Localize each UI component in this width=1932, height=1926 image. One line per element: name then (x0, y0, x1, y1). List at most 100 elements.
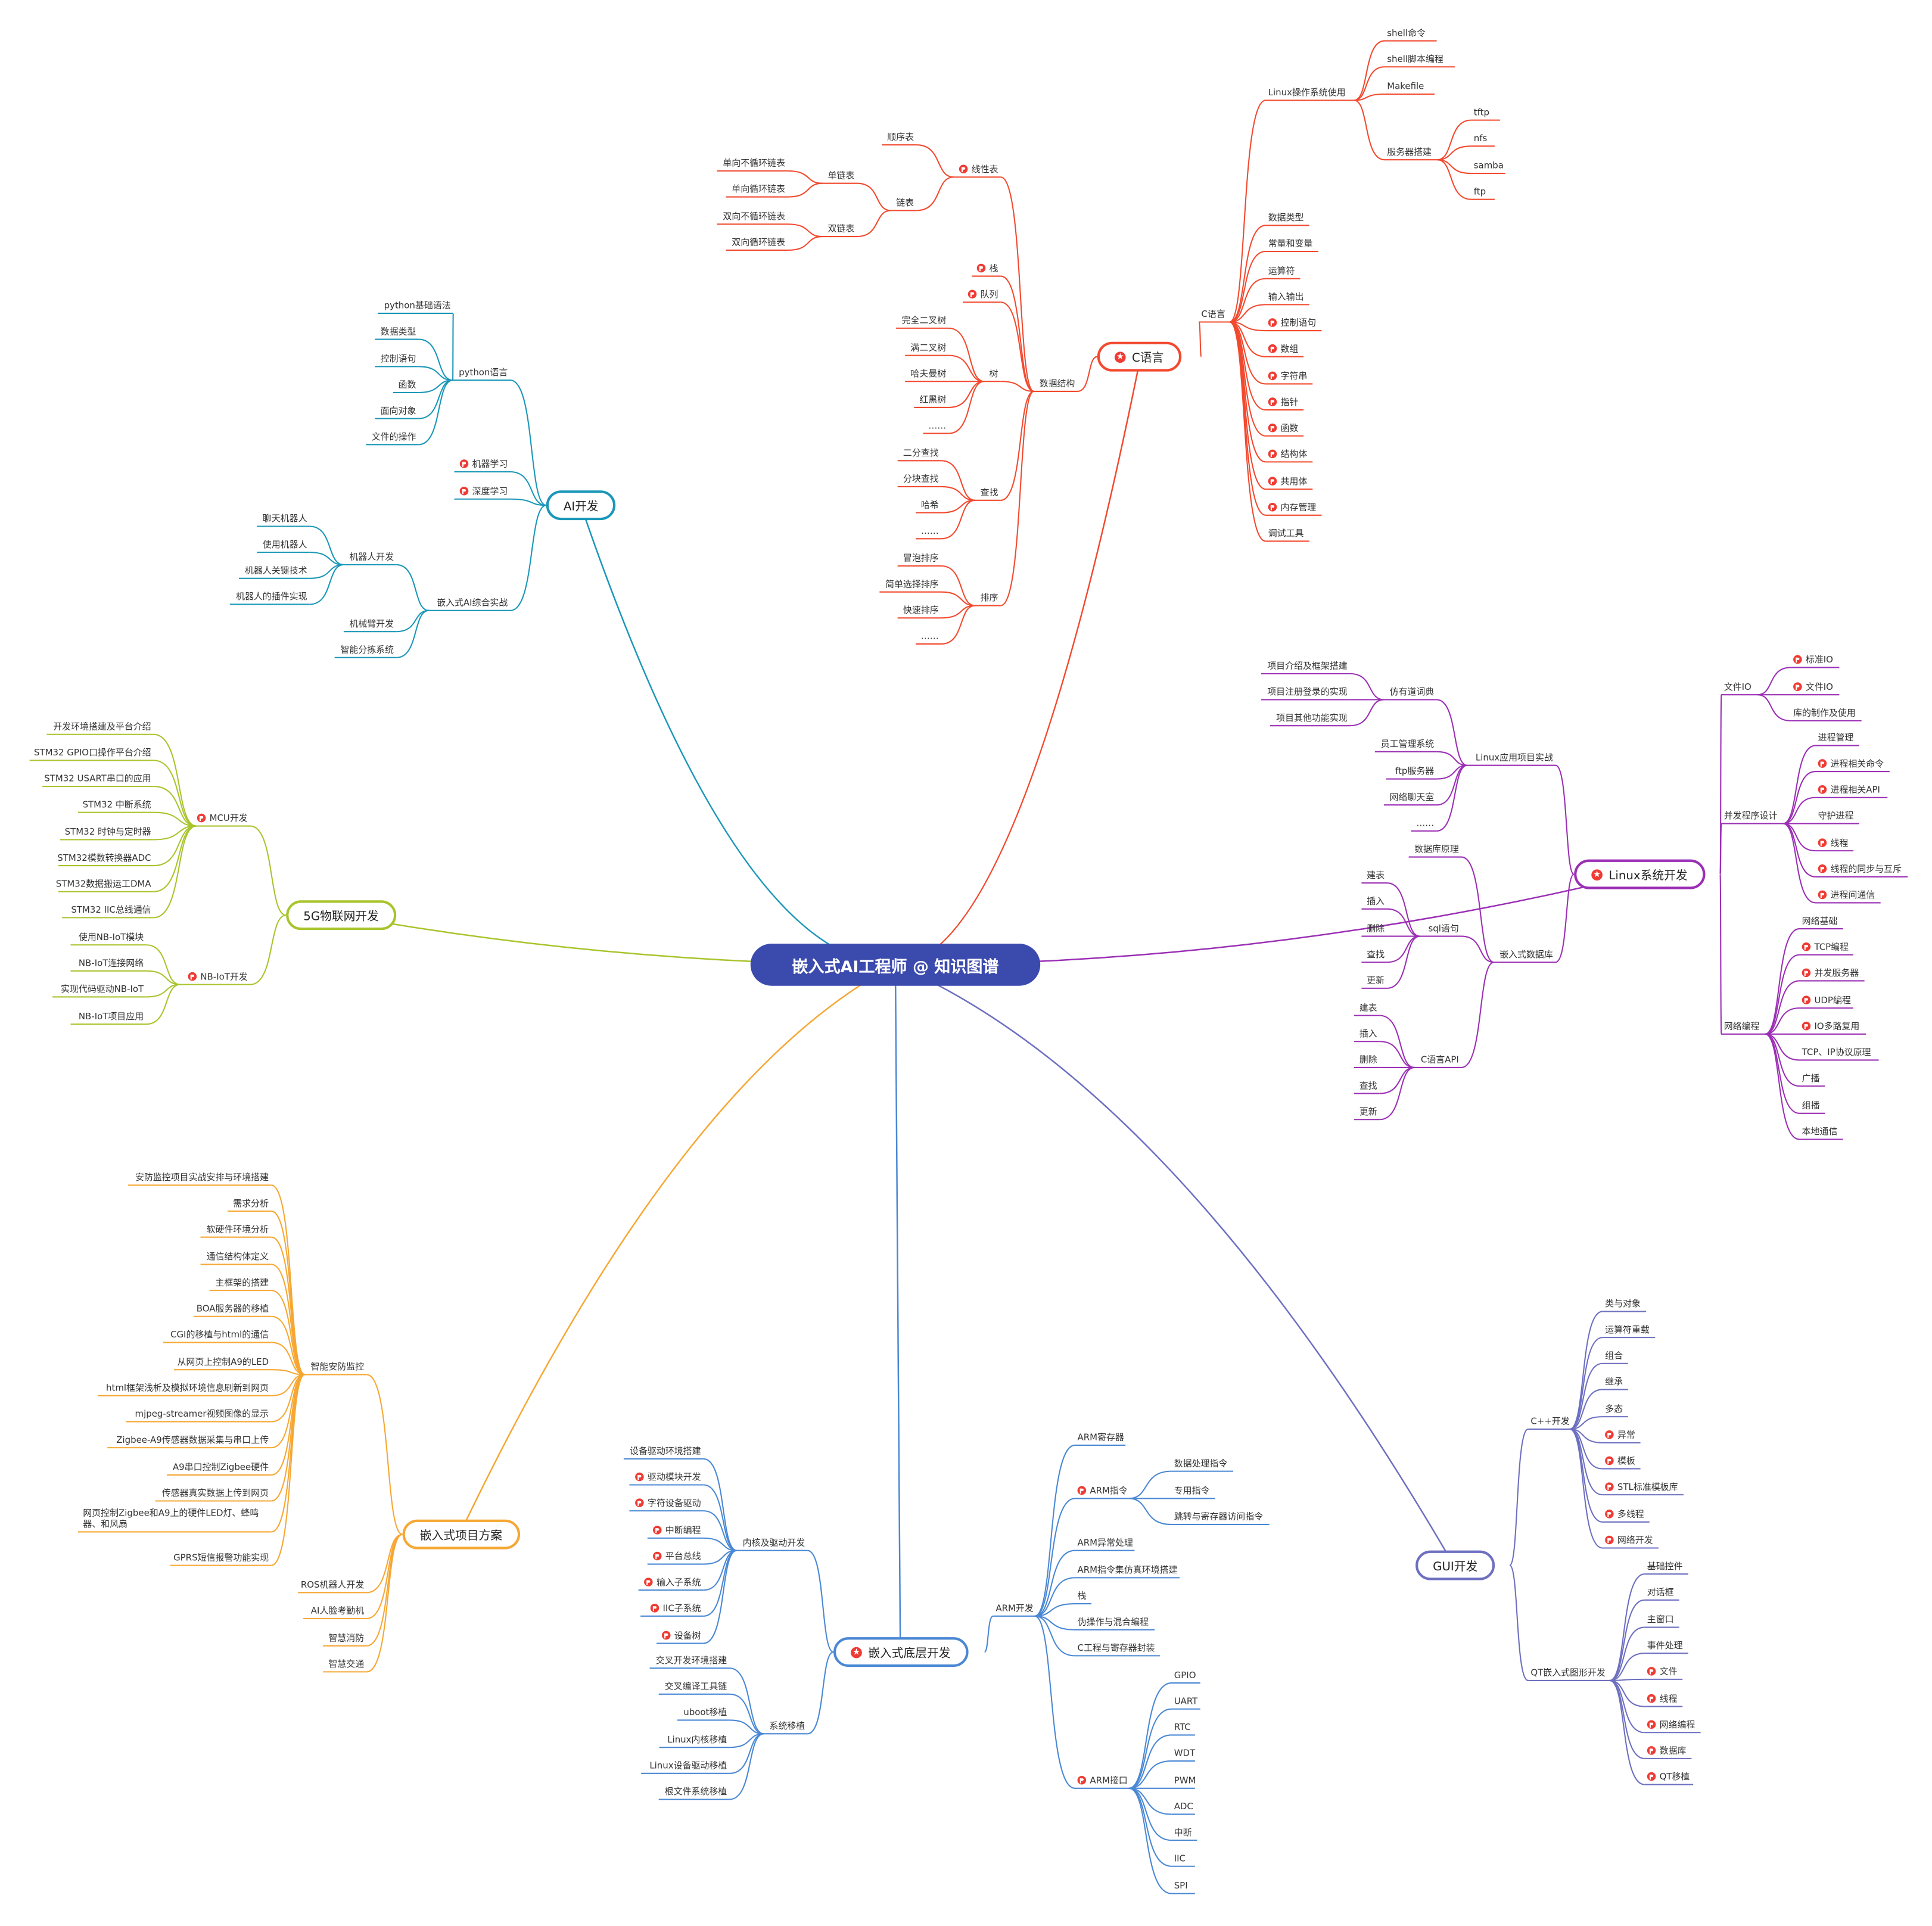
topic-node[interactable]: 运算符重载 (1605, 1324, 1650, 1335)
main-topic-linux[interactable]: ★Linux系统开发 (1574, 859, 1705, 889)
topic-node[interactable]: …… (1416, 817, 1434, 829)
topic-node[interactable]: 中断 (1174, 1827, 1192, 1838)
topic-node[interactable]: RTC (1174, 1722, 1191, 1733)
topic-node[interactable]: 单向不循环链表 (723, 157, 785, 169)
topic-node[interactable]: ARM指令集仿真环境搭建 (1078, 1564, 1178, 1576)
topic-node[interactable]: 单链表 (828, 170, 855, 181)
topic-node[interactable]: 文件 (1647, 1666, 1678, 1677)
topic-node[interactable]: 双向循环链表 (732, 237, 785, 248)
topic-node[interactable]: 网络开发 (1605, 1535, 1653, 1545)
topic-node[interactable]: STM32 USART串口的应用 (44, 773, 151, 784)
topic-node[interactable]: 数组 (1268, 343, 1298, 354)
topic-node[interactable]: 服务器搭建 (1387, 146, 1432, 157)
topic-node[interactable]: STM32 IIC总线通信 (71, 904, 151, 916)
topic-node[interactable]: 平台总线 (653, 1551, 701, 1561)
main-topic-ai[interactable]: AI开发 (546, 490, 616, 521)
topic-node[interactable]: 网络编程 (1647, 1719, 1695, 1730)
topic-node[interactable]: 输入子系统 (644, 1576, 701, 1588)
topic-node[interactable]: 广播 (1802, 1072, 1820, 1084)
topic-node[interactable]: ftp (1474, 186, 1486, 197)
topic-node[interactable]: 栈 (976, 263, 998, 273)
topic-node[interactable]: ARM指令 (1077, 1485, 1128, 1496)
topic-node[interactable]: 员工管理系统 (1381, 738, 1435, 749)
topic-node[interactable]: 查找 (1367, 948, 1385, 960)
topic-node[interactable]: 双链表 (828, 223, 855, 234)
topic-node[interactable]: C工程与寄存器封装 (1078, 1642, 1155, 1653)
topic-node[interactable]: ADC (1174, 1801, 1193, 1812)
topic-node[interactable]: 多态 (1605, 1403, 1623, 1414)
topic-node[interactable]: 系统移植 (769, 1720, 805, 1731)
topic-node[interactable]: 从网页上控制A9的LED (177, 1356, 269, 1367)
topic-node[interactable]: 聊天机器人 (263, 513, 307, 524)
topic-node[interactable]: SPI (1174, 1880, 1188, 1891)
topic-node[interactable]: 顺序表 (887, 131, 914, 142)
topic-node[interactable]: NB-IoT开发 (188, 971, 248, 982)
main-topic-c[interactable]: ★C语言 (1097, 341, 1181, 372)
topic-node[interactable]: 机器人关键技术 (245, 565, 307, 576)
topic-node[interactable]: UART (1174, 1695, 1198, 1707)
topic-node[interactable]: STL标准模板库 (1605, 1481, 1678, 1492)
topic-node[interactable]: 驱动模块开发 (635, 1471, 701, 1482)
topic-node[interactable]: 树 (990, 368, 998, 379)
topic-node[interactable]: Linux应用项目实战 (1476, 752, 1553, 763)
topic-node[interactable]: C++开发 (1530, 1415, 1569, 1427)
topic-node[interactable]: 机械臂开发 (349, 618, 394, 629)
topic-node[interactable]: 使用NB-IoT模块 (79, 931, 144, 942)
topic-node[interactable]: Linux操作系统使用 (1268, 87, 1346, 98)
topic-node[interactable]: 建表 (1367, 869, 1385, 880)
topic-node[interactable]: UDP编程 (1802, 994, 1851, 1006)
topic-node[interactable]: 数据类型 (1268, 211, 1304, 223)
topic-node[interactable]: 线性表 (959, 163, 998, 175)
topic-node[interactable]: 项目注册登录的实现 (1267, 686, 1348, 698)
topic-node[interactable]: html框架浅析及模拟环境信息刷新到网页 (106, 1382, 269, 1393)
topic-node[interactable]: 进程相关API (1818, 784, 1880, 795)
topic-node[interactable]: 并发服务器 (1802, 967, 1859, 978)
topic-node[interactable]: 字符串 (1268, 371, 1307, 381)
topic-node[interactable]: Makefile (1387, 80, 1424, 92)
topic-node[interactable]: 项目其他功能实现 (1276, 712, 1348, 723)
topic-node[interactable]: 插入 (1367, 895, 1385, 907)
topic-node[interactable]: 控制语句 (1268, 317, 1316, 328)
topic-node[interactable]: AI人脸考勤机 (311, 1605, 364, 1616)
topic-node[interactable]: 数据类型 (381, 326, 416, 337)
topic-node[interactable]: 进程管理 (1818, 732, 1854, 743)
topic-node[interactable]: 安防监控项目实战安排与环境搭建 (135, 1172, 269, 1183)
topic-node[interactable]: 调试工具 (1268, 528, 1304, 539)
topic-node[interactable]: CGI的移植与html的通信 (170, 1329, 269, 1340)
topic-node[interactable]: 常量和变量 (1268, 238, 1313, 249)
topic-node[interactable]: 嵌入式数据库 (1499, 948, 1553, 960)
topic-node[interactable]: 网页控制Zigbee和A9上的硬件LED灯、蜂鸣器、和风扇 (83, 1507, 269, 1529)
topic-node[interactable]: 深度学习 (459, 486, 508, 497)
topic-node[interactable]: 伪操作与混合编程 (1078, 1616, 1149, 1628)
topic-node[interactable]: 使用机器人 (263, 539, 307, 550)
topic-node[interactable]: STM32 中断系统 (83, 799, 151, 810)
topic-node[interactable]: 满二叉树 (910, 342, 946, 353)
topic-node[interactable]: 继承 (1605, 1376, 1623, 1387)
topic-node[interactable]: Linux内核移植 (667, 1734, 727, 1745)
topic-node[interactable]: 需求分析 (233, 1197, 269, 1209)
topic-node[interactable]: 查找 (981, 487, 998, 498)
topic-node[interactable]: 组播 (1802, 1100, 1820, 1111)
topic-node[interactable]: python基础语法 (384, 300, 451, 311)
topic-node[interactable]: ARM接口 (1077, 1775, 1128, 1786)
topic-node[interactable]: 主窗口 (1647, 1614, 1674, 1625)
topic-node[interactable]: uboot移植 (683, 1707, 727, 1718)
topic-node[interactable]: 数据处理指令 (1174, 1458, 1228, 1469)
topic-node[interactable]: 软硬件环境分析 (206, 1224, 269, 1235)
topic-node[interactable]: 删除 (1367, 923, 1385, 934)
topic-node[interactable]: 栈 (1078, 1590, 1087, 1601)
topic-node[interactable]: 查找 (1359, 1080, 1377, 1091)
topic-node[interactable]: shell命令 (1387, 27, 1426, 39)
topic-node[interactable]: 模板 (1605, 1455, 1635, 1466)
topic-node[interactable]: 异常 (1605, 1429, 1635, 1440)
topic-node[interactable]: 分块查找 (903, 473, 939, 484)
topic-node[interactable]: 智慧消防 (328, 1632, 364, 1644)
topic-node[interactable]: 冒泡排序 (903, 552, 939, 564)
topic-node[interactable]: 线程的同步与互斥 (1818, 863, 1902, 875)
topic-node[interactable]: mjpeg-streamer视频图像的显示 (135, 1408, 269, 1420)
topic-node[interactable]: GPRS短信报警功能实现 (173, 1552, 269, 1563)
topic-node[interactable]: 插入 (1359, 1028, 1377, 1039)
topic-node[interactable]: 内核及驱动开发 (743, 1537, 805, 1548)
topic-node[interactable]: STM32模数转换器ADC (57, 852, 151, 863)
topic-node[interactable]: 智能安防监控 (310, 1361, 364, 1373)
